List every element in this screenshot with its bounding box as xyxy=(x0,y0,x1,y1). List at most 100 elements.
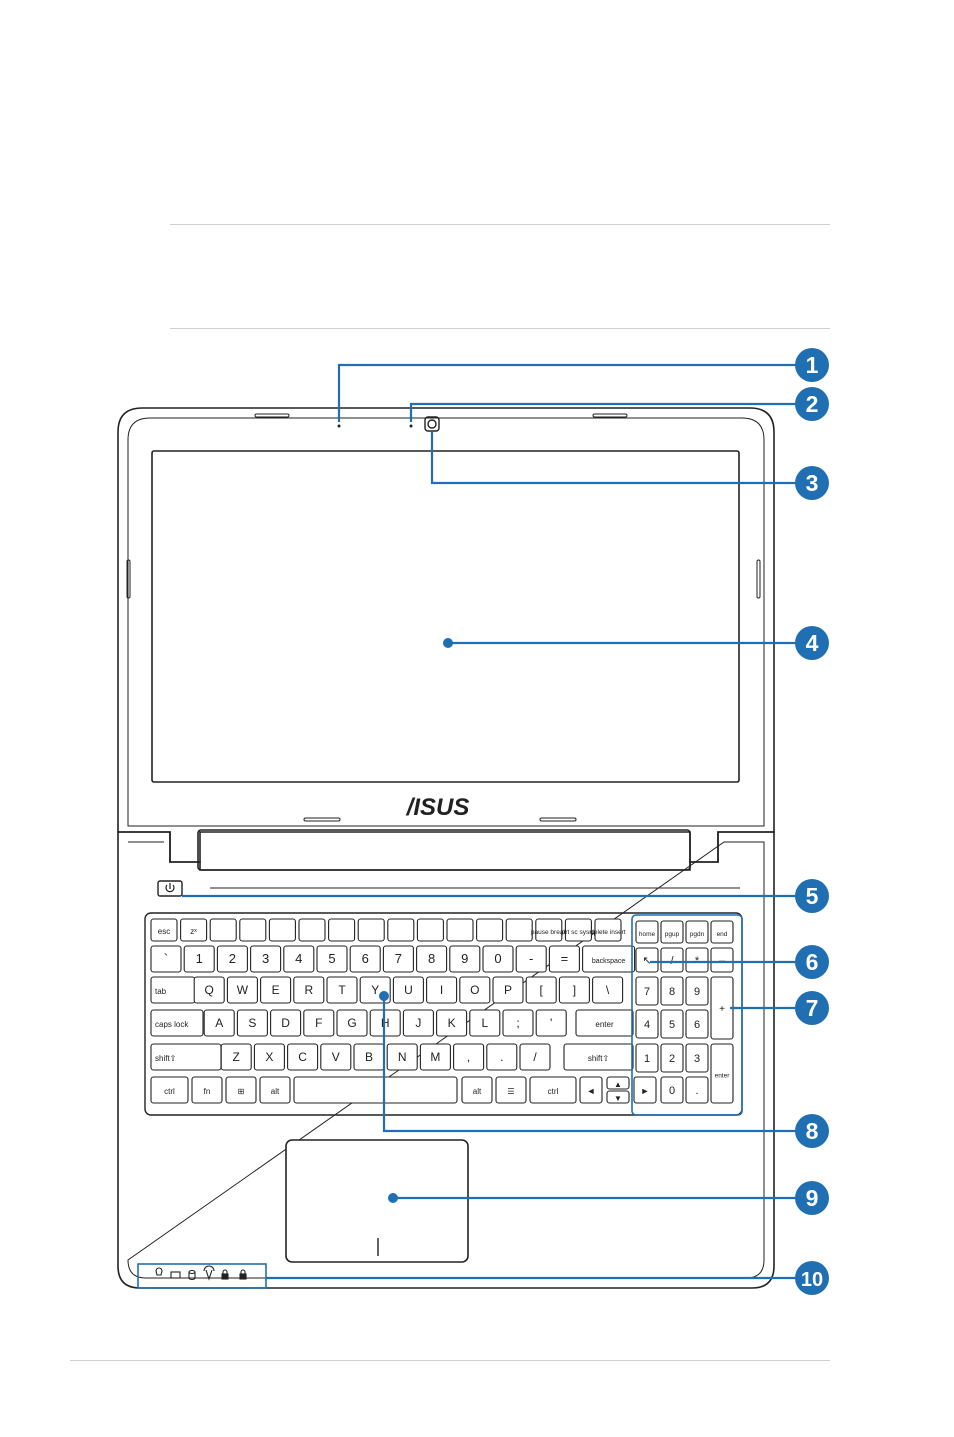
caps-row-key-10[interactable]: ; xyxy=(502,1009,534,1037)
numpad-op-key-3[interactable]: – xyxy=(710,947,734,973)
tab-row-key-8[interactable]: I xyxy=(426,976,458,1004)
tab-row-key-4[interactable]: R xyxy=(293,976,325,1004)
number-key-5[interactable]: 5 xyxy=(316,945,348,973)
number-key-2[interactable]: 2 xyxy=(216,945,248,973)
numpad_row3-key-0[interactable]: 4 xyxy=(635,1009,659,1039)
tab-row-key-1[interactable]: Q xyxy=(193,976,225,1004)
tab-row-key-3[interactable]: E xyxy=(260,976,292,1004)
numpad_row4-key-1[interactable]: 2 xyxy=(660,1043,684,1073)
tab-row-key-0[interactable]: tab xyxy=(150,976,196,1004)
fn-key-11[interactable] xyxy=(476,918,504,942)
tab-row-key-5[interactable]: T xyxy=(326,976,358,1004)
arrow-up-key[interactable]: ▲ xyxy=(606,1076,630,1090)
number-key-0[interactable]: ` xyxy=(150,945,182,973)
number-key-10[interactable]: 0 xyxy=(482,945,514,973)
bottom-row-key-2[interactable]: ⊞ xyxy=(225,1076,257,1104)
tab-row-key-13[interactable]: \ xyxy=(592,976,624,1004)
number-key-8[interactable]: 8 xyxy=(416,945,448,973)
numpad-plus-key[interactable]: + xyxy=(710,976,734,1040)
numpad-op-key-1[interactable]: / xyxy=(660,947,684,973)
shift-row-key-10[interactable]: / xyxy=(519,1043,551,1071)
fn-key-0[interactable]: esc xyxy=(150,918,178,942)
arrow-left-key[interactable]: ◄ xyxy=(579,1076,603,1104)
fn-key-13[interactable]: pause break xyxy=(531,918,568,942)
numpad_row3-key-2[interactable]: 6 xyxy=(685,1009,709,1039)
caps-row-key-0[interactable]: caps lock xyxy=(150,1009,204,1037)
numpad_row4-key-2[interactable]: 3 xyxy=(685,1043,709,1073)
numpad_row4-key-0[interactable]: 1 xyxy=(635,1043,659,1073)
tab-row-key-2[interactable]: W xyxy=(226,976,258,1004)
nav-key-pgup[interactable]: pgup xyxy=(660,920,684,944)
fn-key-10[interactable] xyxy=(446,918,474,942)
tab-row-key-12[interactable]: ] xyxy=(558,976,590,1004)
number-key-11[interactable]: - xyxy=(515,945,547,973)
caps-row-key-5[interactable]: G xyxy=(336,1009,368,1037)
caps-row-key-9[interactable]: L xyxy=(469,1009,501,1037)
number-key-6[interactable]: 6 xyxy=(349,945,381,973)
number-key-7[interactable]: 7 xyxy=(382,945,414,973)
fn-key-6[interactable] xyxy=(328,918,356,942)
numpad-op-key-2[interactable]: * xyxy=(685,947,709,973)
shift-row-key-4[interactable]: V xyxy=(320,1043,352,1071)
shift-row-key-6[interactable]: N xyxy=(386,1043,418,1071)
numpad_row2-key-2[interactable]: 9 xyxy=(685,976,709,1006)
shift-row-key-11[interactable]: shift⇧ xyxy=(563,1043,634,1071)
caps-row-key-4[interactable]: F xyxy=(303,1009,335,1037)
tab-row-key-11[interactable]: [ xyxy=(525,976,557,1004)
shift-row-key-9[interactable]: . xyxy=(486,1043,518,1071)
number-key-3[interactable]: 3 xyxy=(250,945,282,973)
shift-row-key-8[interactable]: , xyxy=(453,1043,485,1071)
number-key-12[interactable]: = xyxy=(548,945,580,973)
numpad-enter-key[interactable]: enter xyxy=(710,1043,734,1104)
numpad_row3-key-1[interactable]: 5 xyxy=(660,1009,684,1039)
numpad_row2-key-1[interactable]: 8 xyxy=(660,976,684,1006)
caps-row-key-6[interactable]: H xyxy=(369,1009,401,1037)
shift-row-key-3[interactable]: C xyxy=(287,1043,319,1071)
bottom-row-key-1[interactable]: fn xyxy=(191,1076,223,1104)
number-key-9[interactable]: 9 xyxy=(449,945,481,973)
bottom-row-key-5[interactable]: alt xyxy=(461,1076,493,1104)
fn-key-1[interactable]: zˣ xyxy=(180,918,208,942)
caps-row-key-7[interactable]: J xyxy=(402,1009,434,1037)
tab-row-key-9[interactable]: O xyxy=(459,976,491,1004)
fn-key-7[interactable] xyxy=(357,918,385,942)
tab-row-key-10[interactable]: P xyxy=(492,976,524,1004)
fn-key-12[interactable] xyxy=(505,918,533,942)
power-button[interactable] xyxy=(157,880,183,897)
number-key-13[interactable]: backspace xyxy=(582,945,636,973)
fn-key-14[interactable]: prt sc sysrq xyxy=(562,918,596,942)
bottom-row-key-6[interactable]: ☰ xyxy=(495,1076,527,1104)
fn-key-3[interactable] xyxy=(239,918,267,942)
nav-key-home[interactable]: home xyxy=(635,920,659,944)
caps-row-key-8[interactable]: K xyxy=(436,1009,468,1037)
fn-key-5[interactable] xyxy=(298,918,326,942)
nav-key-end[interactable]: end xyxy=(710,920,734,944)
touchpad[interactable] xyxy=(285,1139,469,1263)
number-key-1[interactable]: 1 xyxy=(183,945,215,973)
shift-row-key-0[interactable]: shift⇧ xyxy=(150,1043,222,1071)
arrow-right-key[interactable]: ► xyxy=(633,1076,657,1104)
bottom-row-key-0[interactable]: ctrl xyxy=(150,1076,189,1104)
number-key-4[interactable]: 4 xyxy=(283,945,315,973)
numpad-op-key-0[interactable]: ↖ xyxy=(635,947,659,973)
numpad-row5-key-0[interactable]: 0 xyxy=(660,1076,684,1104)
bottom-row-key-3[interactable]: alt xyxy=(259,1076,291,1104)
bottom-row-key-4[interactable] xyxy=(293,1076,458,1104)
numpad-row5-key-1[interactable]: . xyxy=(685,1076,709,1104)
nav-key-pgdn[interactable]: pgdn xyxy=(685,920,709,944)
fn-key-9[interactable] xyxy=(416,918,444,942)
fn-key-8[interactable] xyxy=(387,918,415,942)
shift-row-key-2[interactable]: X xyxy=(253,1043,285,1071)
caps-row-key-12[interactable]: enter xyxy=(575,1009,634,1037)
caps-row-key-11[interactable]: ' xyxy=(535,1009,567,1037)
shift-row-key-5[interactable]: B xyxy=(353,1043,385,1071)
caps-row-key-1[interactable]: A xyxy=(203,1009,235,1037)
bottom-row-key-7[interactable]: ctrl xyxy=(529,1076,577,1104)
fn-key-15[interactable]: delete insert xyxy=(590,918,626,942)
caps-row-key-3[interactable]: D xyxy=(270,1009,302,1037)
numpad_row2-key-0[interactable]: 7 xyxy=(635,976,659,1006)
tab-row-key-7[interactable]: U xyxy=(392,976,424,1004)
fn-key-4[interactable] xyxy=(268,918,296,942)
shift-row-key-1[interactable]: Z xyxy=(220,1043,252,1071)
fn-key-2[interactable] xyxy=(209,918,237,942)
